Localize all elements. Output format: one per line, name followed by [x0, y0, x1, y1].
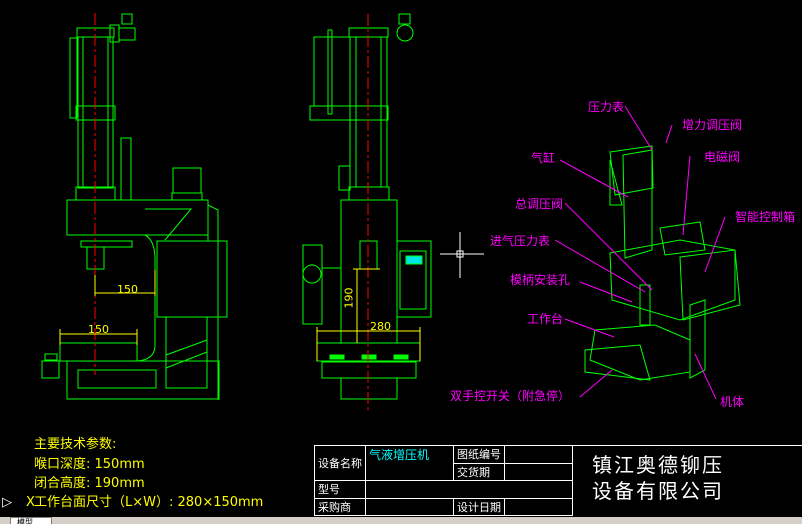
spec-height: 闭合高度: 190mm — [34, 476, 145, 491]
iso-view — [584, 145, 741, 381]
centerlines — [94, 13, 369, 410]
front-view — [302, 13, 432, 400]
label-main-regulator: 总调压阀 — [515, 197, 564, 211]
model-label: 型号 — [314, 480, 366, 499]
label-cylinder: 气缸 — [531, 151, 556, 165]
company-line1: 镇江奥德铆压 — [592, 453, 724, 477]
label-body: 机体 — [720, 395, 745, 409]
buyer-label: 采购商 — [314, 497, 366, 516]
spec-throat: 喉口深度: 150mm — [34, 457, 145, 472]
label-inlet-gauge: 进气压力表 — [490, 234, 551, 248]
spec-table-prefix: X — [26, 495, 35, 510]
company-cell — [565, 445, 802, 515]
design-date-label: 设计日期 — [453, 497, 505, 516]
dim-side-table: 150 — [88, 323, 109, 336]
tab-model[interactable]: 模型 — [10, 517, 52, 524]
label-worktable: 工作台 — [527, 312, 564, 326]
drawing-no-label: 图纸编号 — [453, 445, 505, 464]
dim-front-width: 280 — [370, 320, 391, 333]
device-name-label: 设备名称 — [314, 445, 366, 481]
label-boost-regulator: 增力调压阀 — [682, 118, 743, 132]
device-name: 气液增压机 — [365, 445, 454, 481]
title-block: 设备名称 气液增压机 图纸编号 交货期 型号 采购商 设计日期 — [314, 445, 573, 516]
company-line2: 设备有限公司 — [592, 479, 724, 503]
dim-front-height: 190 — [342, 287, 356, 309]
specs-title: 主要技术参数: — [34, 437, 117, 452]
side-view — [41, 13, 228, 400]
label-solenoid-valve: 电磁阀 — [704, 150, 741, 164]
leader-lines — [554, 105, 726, 400]
label-pressure-gauge: 压力表 — [588, 100, 625, 114]
crosshair-cursor — [440, 232, 484, 278]
label-two-hand-switch: 双手控开关（附急停） — [450, 389, 571, 403]
delivery-label: 交货期 — [453, 462, 505, 481]
company-name: 镇江奥德铆压设备有限公司 — [592, 452, 724, 504]
layout-tab-bar — [0, 517, 802, 524]
dimension-lines — [59, 268, 421, 361]
spec-table: 工作台面尺寸（L×W）: 280×150mm — [34, 495, 264, 510]
arrow-cursor-icon: ▷ — [2, 495, 12, 510]
dim-side-throat: 150 — [117, 283, 138, 296]
label-die-shank-hole: 模柄安装孔 — [510, 273, 571, 287]
label-control-box: 智能控制箱 — [735, 210, 796, 224]
